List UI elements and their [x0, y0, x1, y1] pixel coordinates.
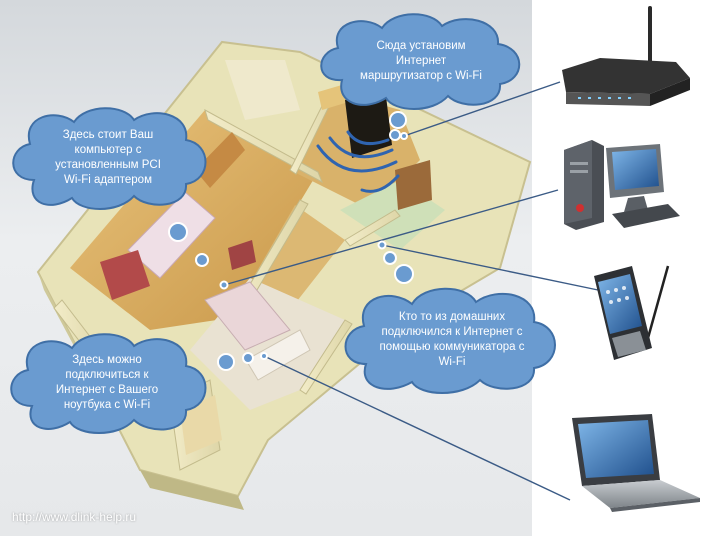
laptop-icon [572, 414, 700, 512]
callout-desktop: Здесь стоит Ваш компьютер с установленны… [6, 104, 210, 212]
callout-router-text: Сюда установим Интернет маршрутизатор с … [312, 10, 530, 112]
callout-desktop-text: Здесь стоит Ваш компьютер с установленны… [6, 104, 210, 212]
watermark-url: http://www.dlink-help.ru [12, 510, 136, 524]
desktop-computer-icon [564, 140, 680, 230]
callout-communicator-text: Кто то из домашних подключился к Интерне… [336, 284, 568, 396]
callout-communicator: Кто то из домашних подключился к Интерне… [336, 284, 568, 396]
router-icon [562, 6, 690, 106]
pda-phone-icon [594, 266, 668, 360]
callout-laptop-text: Здесь можно подключиться к Интернет с Ва… [4, 330, 210, 436]
callout-router: Сюда установим Интернет маршрутизатор с … [312, 10, 530, 112]
callout-laptop: Здесь можно подключиться к Интернет с Ва… [4, 330, 210, 436]
